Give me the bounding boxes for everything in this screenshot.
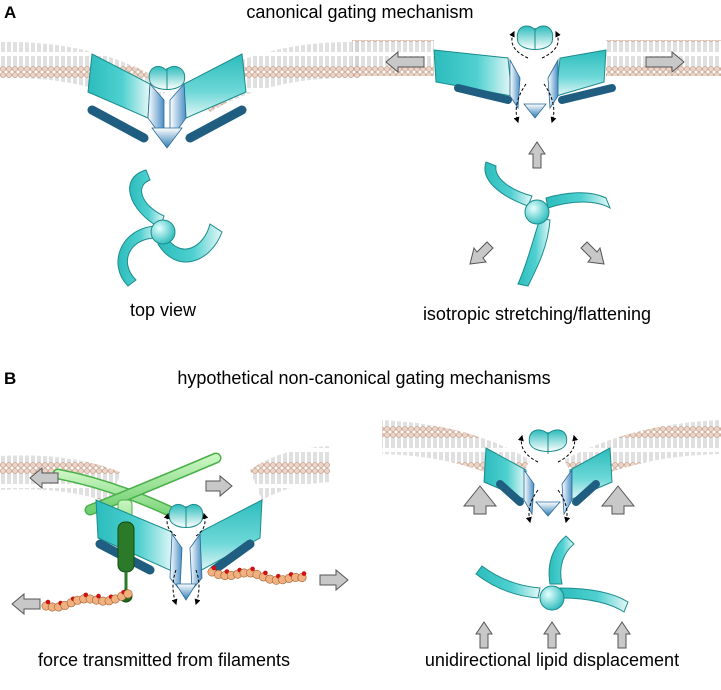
stretch-arrows-a [385,50,685,74]
filament-red-dot [263,570,268,576]
channel-lipid-b [483,429,613,524]
caption-top-view: top view [130,300,197,320]
panel-a-letter: A [4,3,16,22]
filament-red-dot [96,593,101,599]
channel-open-a [433,25,616,124]
top-view-propeller [117,169,223,287]
caption-lipid: unidirectional lipid displacement [425,650,679,670]
panel-b-title: hypothetical non-canonical gating mechan… [177,368,550,388]
channel-filament-b [95,499,263,606]
filament-red-dot [301,571,307,576]
filament-red-dot [45,599,51,605]
membrane-right-b [382,420,721,486]
isotropic-arrows [469,141,605,265]
push-arrows-b [462,485,636,515]
force-arrows-b [11,466,349,616]
channel-closed-a [87,53,247,149]
filaments-b [41,565,307,612]
isotropic-propeller [484,161,611,287]
caption-filaments: force transmitted from filaments [38,650,290,670]
panel-a-title: canonical gating mechanism [246,2,473,22]
lipid-propeller [475,535,629,613]
panel-b-letter: B [4,369,16,388]
filament-red-dot [211,565,217,571]
filament-red-dot [250,566,255,572]
filament-bead [123,589,133,599]
caption-isotropic: isotropic stretching/flattening [423,304,651,324]
lipid-up-arrows [475,621,631,649]
